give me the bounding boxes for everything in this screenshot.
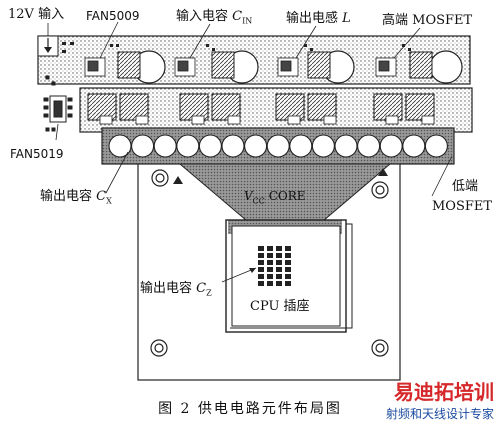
output-capacitor (424, 134, 448, 158)
label-12v-input: 12V 输入 (8, 7, 65, 22)
cz-capacitor (285, 274, 291, 279)
cpu-socket (225, 219, 347, 333)
output-capacitor (357, 134, 381, 158)
cz-capacitor (258, 246, 264, 251)
output-capacitor (402, 134, 426, 158)
output-capacitor (244, 134, 268, 158)
leader-lines (47, 21, 453, 197)
output-capacitor (379, 134, 403, 158)
watermark-logo: 易迪拓培训 (394, 380, 494, 404)
output-capacitors-cz (258, 246, 291, 286)
cz-capacitor (285, 253, 291, 258)
pin1-marker (173, 176, 183, 184)
label-output-inductor: 输出电感 L (286, 11, 351, 26)
output-capacitor (131, 134, 155, 158)
output-capacitor (289, 134, 313, 158)
cz-capacitor (285, 267, 291, 272)
output-capacitor (153, 134, 177, 158)
cz-capacitor (267, 267, 273, 272)
mounting-holes (150, 169, 389, 357)
cz-capacitor (267, 281, 273, 286)
label-output-capacitor-cz: 输出电容 CZ (140, 281, 212, 298)
output-capacitor (221, 134, 245, 158)
cz-capacitor (258, 274, 264, 279)
output-capacitors-cx (108, 134, 448, 158)
output-capacitor (266, 134, 290, 158)
label-high-side-mosfet: 高端 MOSFET (382, 13, 473, 28)
cz-capacitor (267, 260, 273, 265)
cz-capacitor (276, 260, 282, 265)
cz-capacitor (285, 281, 291, 286)
label-low-side-line1: 低端 (452, 179, 479, 194)
label-output-capacitor-cx: 输出电容 CX (40, 189, 112, 206)
cz-capacitor (276, 253, 282, 258)
cz-capacitor (267, 253, 273, 258)
watermark-slogan: 射频和天线设计专家 (385, 407, 494, 421)
cz-capacitor (258, 260, 264, 265)
small-components (62, 42, 411, 53)
output-capacitor (334, 134, 358, 158)
low-side-mosfets (99, 115, 435, 125)
cz-capacitor (276, 267, 282, 272)
output-capacitor (198, 134, 222, 158)
pin1-marker-2 (378, 168, 388, 176)
label-fan5019: FAN5019 (10, 147, 64, 161)
cz-capacitor (258, 253, 264, 258)
fan5009-chips (84, 57, 397, 77)
output-capacitor (311, 134, 335, 158)
label-low-side-line2: MOSFET (432, 199, 493, 214)
label-input-capacitor: 输入电容 CIN (176, 9, 253, 26)
cz-capacitor (267, 274, 273, 279)
cz-capacitor (267, 246, 273, 251)
label-vcc-core: VCC CORE (244, 189, 306, 206)
label-cpu-socket: CPU 插座 (250, 299, 310, 314)
cz-capacitor (285, 246, 291, 251)
label-fan5009: FAN5009 (86, 9, 140, 23)
cz-capacitor (258, 267, 264, 272)
output-inductors (117, 51, 433, 79)
output-capacitor (108, 134, 132, 158)
cz-capacitor (276, 246, 282, 251)
cz-capacitor (276, 281, 282, 286)
cz-capacitor (285, 260, 291, 265)
cz-capacitor (276, 274, 282, 279)
cz-capacitor (258, 281, 264, 286)
output-capacitor (176, 134, 200, 158)
figure-caption: 图 2 供电电路元件布局图 (158, 401, 342, 417)
fan5019-chip (43, 75, 73, 132)
